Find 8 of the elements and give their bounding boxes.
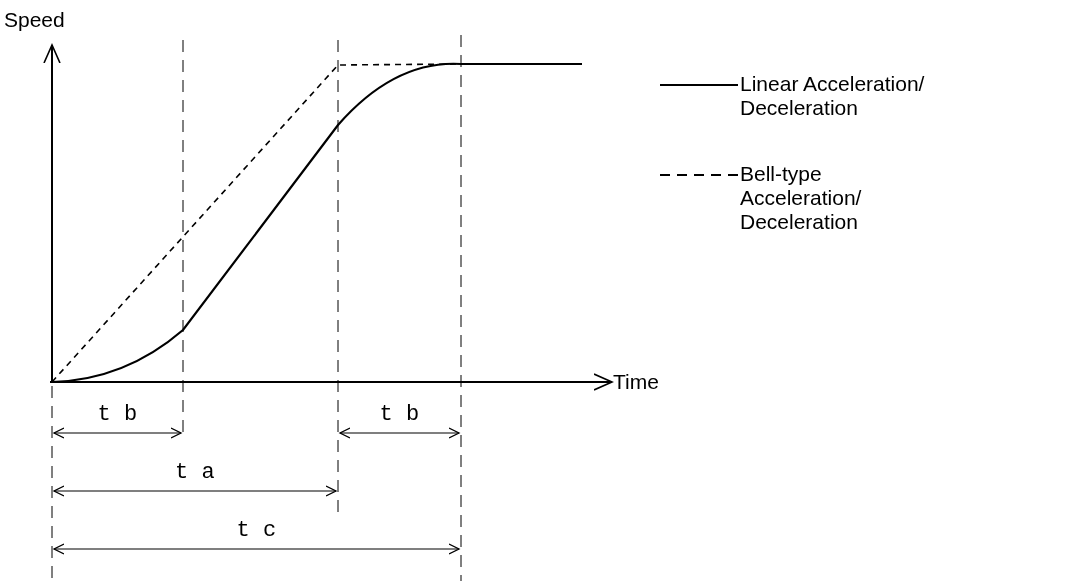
dimension-label: t c bbox=[236, 519, 277, 543]
axis-label: Time bbox=[613, 370, 659, 394]
legend-text: Linear Acceleration/ Deceleration bbox=[740, 72, 926, 120]
dimension-label: t b bbox=[97, 403, 138, 427]
dimension-label: t a bbox=[175, 461, 215, 485]
dimension-label: t b bbox=[379, 403, 420, 427]
axis-label: Speed bbox=[4, 8, 65, 32]
legend-text: Bell-type Acceleration/ Deceleration bbox=[740, 162, 863, 234]
